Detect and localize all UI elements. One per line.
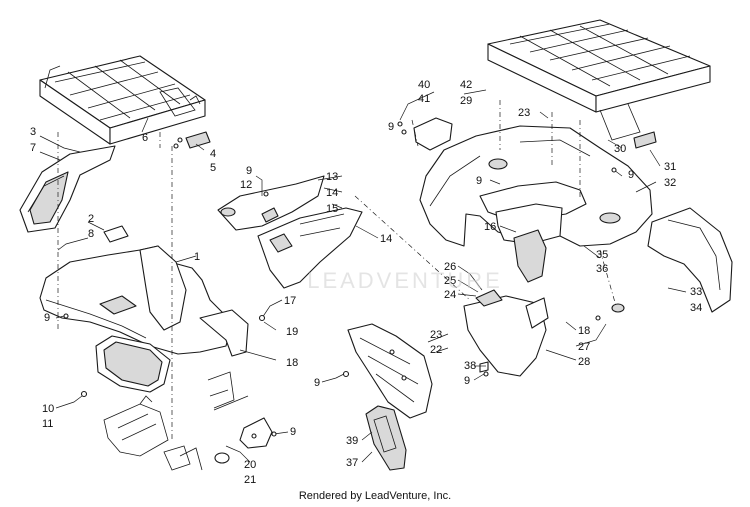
splash-guard — [365, 405, 407, 471]
callout-40: 40 — [418, 79, 430, 91]
footer-credit: Rendered by LeadVenture, Inc. — [298, 490, 452, 502]
callout-labels: 1 2 3 4 5 6 7 8 9 9 9 9 9 9 9 9 10 11 12… — [30, 79, 702, 486]
callout-4: 4 — [210, 148, 216, 160]
rack-bracket — [173, 131, 211, 149]
callout-9h: 9 — [388, 121, 394, 133]
rear-fender-body — [419, 125, 653, 247]
callout-3: 3 — [30, 126, 36, 138]
callout-27: 27 — [578, 341, 590, 353]
inner-fender-liner — [513, 229, 547, 283]
callout-14a: 14 — [326, 187, 338, 199]
front-fender-extension — [19, 145, 116, 233]
callout-29: 29 — [460, 95, 472, 107]
rear-lower-panel — [463, 289, 549, 377]
fasteners — [63, 167, 617, 437]
callout-16: 16 — [484, 221, 496, 233]
callout-10: 10 — [42, 403, 54, 415]
callout-9g: 9 — [628, 169, 634, 181]
callout-9b: 9 — [246, 165, 252, 177]
callout-30: 30 — [614, 143, 626, 155]
callout-42: 42 — [460, 79, 472, 91]
callout-28: 28 — [578, 356, 590, 368]
callout-13: 13 — [326, 171, 338, 183]
alignment-lines — [57, 100, 617, 440]
callout-23b: 23 — [518, 107, 530, 119]
callout-33: 33 — [690, 286, 702, 298]
callout-18a: 18 — [286, 357, 298, 369]
side-panel-upper — [217, 175, 325, 231]
callout-19: 19 — [286, 326, 298, 338]
rear-rack-bracket — [397, 117, 453, 151]
watermark: LEADVENTURE — [307, 268, 503, 293]
callout-15: 15 — [326, 203, 338, 215]
callout-35: 35 — [596, 249, 608, 261]
front-rack — [39, 55, 206, 145]
callout-7: 7 — [30, 142, 36, 154]
callout-38: 38 — [464, 360, 476, 372]
callout-34: 34 — [690, 302, 702, 314]
clip — [214, 452, 230, 464]
rear-fender-extension — [611, 207, 733, 313]
callout-14b: 14 — [380, 233, 392, 245]
callout-32: 32 — [664, 177, 676, 189]
callout-22: 22 — [430, 344, 442, 356]
callout-17: 17 — [284, 295, 296, 307]
callout-11: 11 — [42, 418, 53, 430]
front-fender-body — [39, 245, 249, 393]
callout-20: 20 — [244, 459, 256, 471]
callout-9f: 9 — [476, 175, 482, 187]
emblem-plate — [103, 225, 129, 243]
callout-6: 6 — [142, 132, 148, 144]
leader-lines — [39, 89, 687, 463]
rear-latch-plate — [633, 131, 657, 149]
callout-31: 31 — [664, 161, 676, 173]
callout-39: 39 — [346, 435, 358, 447]
callout-9d: 9 — [314, 377, 320, 389]
callout-21: 21 — [244, 474, 256, 486]
callout-9a: 9 — [44, 312, 50, 324]
callout-18b: 18 — [578, 325, 590, 337]
mount-bracket — [239, 417, 273, 449]
callout-9e: 9 — [464, 375, 470, 387]
callout-12: 12 — [240, 179, 252, 191]
side-panel-lower — [257, 207, 363, 289]
callout-5: 5 — [210, 162, 216, 174]
callout-1: 1 — [194, 251, 200, 263]
fastener-38 — [479, 361, 489, 373]
rear-rack — [487, 19, 711, 141]
callout-8: 8 — [88, 228, 94, 240]
callout-25: 25 — [444, 275, 456, 287]
callout-41: 41 — [418, 93, 430, 105]
callout-24: 24 — [444, 289, 456, 301]
callout-36: 36 — [596, 263, 608, 275]
callout-9c: 9 — [290, 426, 296, 438]
callout-26: 26 — [444, 261, 456, 273]
center-shield — [347, 323, 433, 419]
callout-37: 37 — [346, 457, 358, 469]
callout-2: 2 — [88, 213, 94, 225]
front-frame — [103, 371, 249, 471]
callout-23a: 23 — [430, 329, 442, 341]
